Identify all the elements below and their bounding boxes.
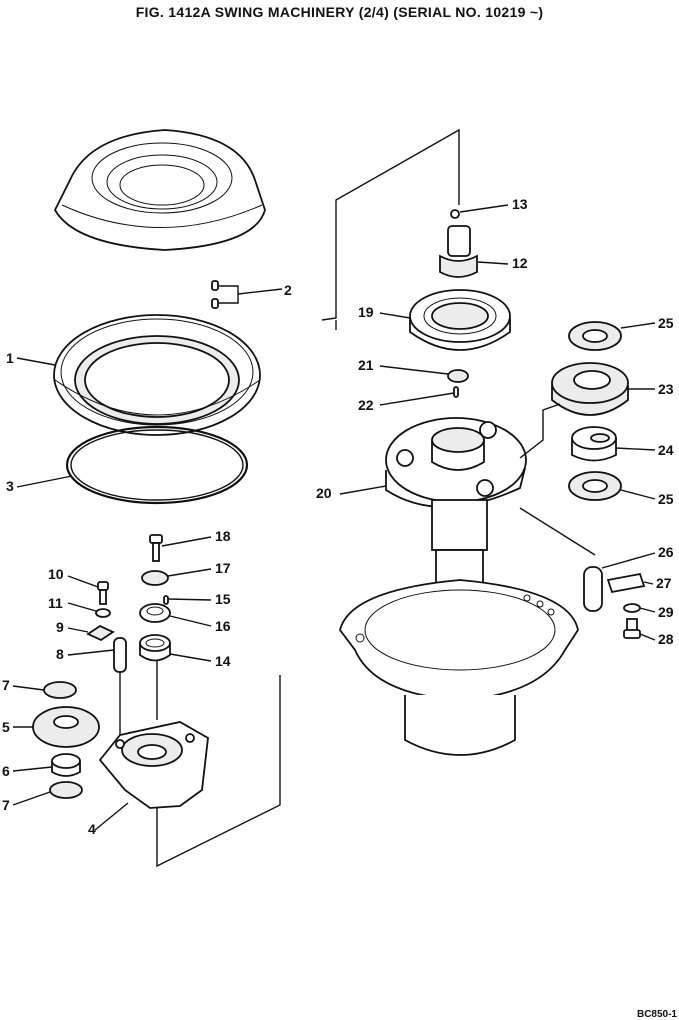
callout-25a: 25 (658, 315, 674, 331)
pin-part-22 (453, 386, 459, 398)
callout-6: 6 (2, 763, 10, 779)
callout-14: 14 (215, 653, 231, 669)
callout-28: 28 (658, 631, 674, 647)
callout-27: 27 (656, 575, 672, 591)
callout-25b: 25 (658, 491, 674, 507)
callout-labels: 1 2 3 4 5 6 7 7 8 9 10 11 12 13 14 15 16… (2, 196, 674, 837)
callout-20: 20 (316, 485, 332, 501)
callout-11: 11 (48, 595, 63, 611)
washer-part-29 (623, 603, 641, 613)
carrier-shaft-part-20 (385, 417, 527, 651)
bolt-part-10 (97, 581, 109, 605)
callout-19: 19 (358, 304, 374, 320)
washer-part-17 (141, 570, 169, 586)
figure-title: FIG. 1412A SWING MACHINERY (2/4) (SERIAL… (135, 4, 544, 20)
callout-13: 13 (512, 196, 528, 212)
thrust-washer-part-7-top (43, 681, 77, 699)
bearing-part-24 (571, 426, 617, 462)
pin-part-8 (113, 637, 127, 673)
callout-3: 3 (6, 478, 14, 494)
cover-housing (53, 129, 266, 251)
o-ring-part-3 (65, 425, 249, 505)
callout-24: 24 (658, 442, 674, 458)
callout-7b: 7 (2, 797, 10, 813)
gear-part-23 (551, 362, 629, 416)
planet-gear-part-5 (32, 706, 100, 748)
plate-part-27 (606, 572, 646, 594)
bushing-part-16 (139, 603, 171, 623)
ring-gear-part-1 (53, 314, 261, 436)
pinion-part-12 (439, 225, 478, 278)
callout-23: 23 (658, 381, 674, 397)
callout-4: 4 (88, 821, 96, 837)
swing-housing-base (339, 579, 579, 756)
nut-part-21 (447, 369, 469, 383)
callout-17: 17 (215, 560, 231, 576)
callout-16: 16 (215, 618, 231, 634)
seal-part-25-bottom (568, 471, 622, 501)
callout-1: 1 (6, 350, 14, 366)
callout-10: 10 (48, 566, 64, 582)
pin-part-26 (583, 566, 603, 612)
bolt-part-18 (149, 534, 163, 562)
thrust-washer-part-7-bottom (49, 781, 83, 799)
pins-part-2 (211, 280, 283, 309)
spacer-part-14 (139, 634, 171, 662)
callout-5: 5 (2, 719, 10, 735)
bearing-part-19 (409, 289, 511, 351)
bearing-part-6 (51, 753, 81, 777)
callout-22: 22 (358, 397, 374, 413)
plate-part-9 (86, 624, 115, 642)
callout-21: 21 (358, 357, 374, 373)
figure-code: BC850-1 (636, 1009, 677, 1020)
callout-26: 26 (658, 544, 674, 560)
seal-part-25-top (568, 321, 622, 351)
pin-part-15 (163, 595, 169, 605)
carrier-part-4 (98, 721, 209, 809)
callout-12: 12 (512, 255, 528, 271)
callout-2: 2 (284, 282, 292, 298)
leader-lines (12, 204, 656, 831)
callout-7a: 7 (2, 677, 10, 693)
callout-9: 9 (56, 619, 64, 635)
callout-29: 29 (658, 604, 674, 620)
bolt-part-28 (623, 618, 641, 639)
callout-8: 8 (56, 646, 64, 662)
washer-part-11 (95, 608, 111, 618)
callout-18: 18 (215, 528, 231, 544)
pin-part-13 (450, 209, 460, 219)
callout-15: 15 (215, 591, 231, 607)
